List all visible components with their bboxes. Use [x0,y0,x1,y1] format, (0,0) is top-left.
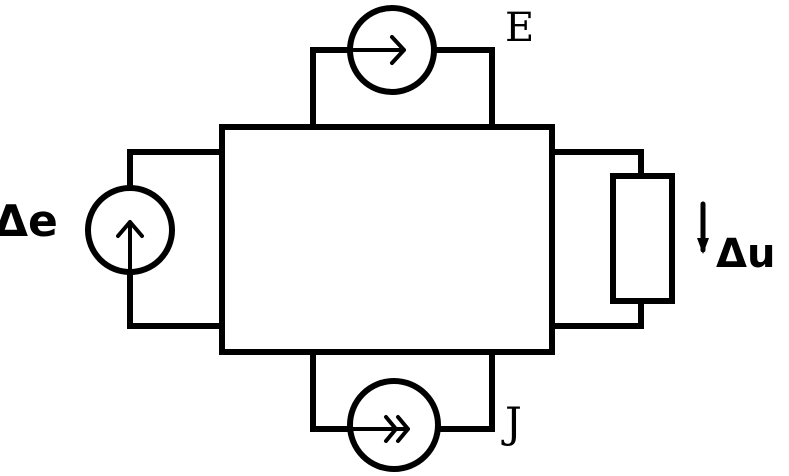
source-label-j: J [505,398,522,447]
arrow-right-icon [352,35,406,65]
voltage-source-e [347,5,437,95]
double-arrow-right-icon [350,415,410,443]
voltage-source-delta-e [85,185,175,277]
right-branch-wire-bottom [549,298,644,329]
bottom-branch-wire [310,349,355,432]
network-block [219,124,555,355]
current-source-j [347,378,441,472]
right-branch-wire-top [549,149,644,179]
arrow-up-icon [116,220,144,277]
top-branch-wire-right [429,47,495,130]
arrow-down-icon [697,201,709,254]
voltage-label-delta-u: Δu [716,231,776,277]
bottom-branch-wire-right [433,349,495,432]
load-resistor [610,173,675,304]
left-branch-wire-top [127,149,225,193]
source-label-delta-e: Δe [0,196,58,247]
top-branch-wire [310,47,355,130]
left-branch-wire-bottom [127,267,225,329]
source-label-e: E [505,5,535,51]
